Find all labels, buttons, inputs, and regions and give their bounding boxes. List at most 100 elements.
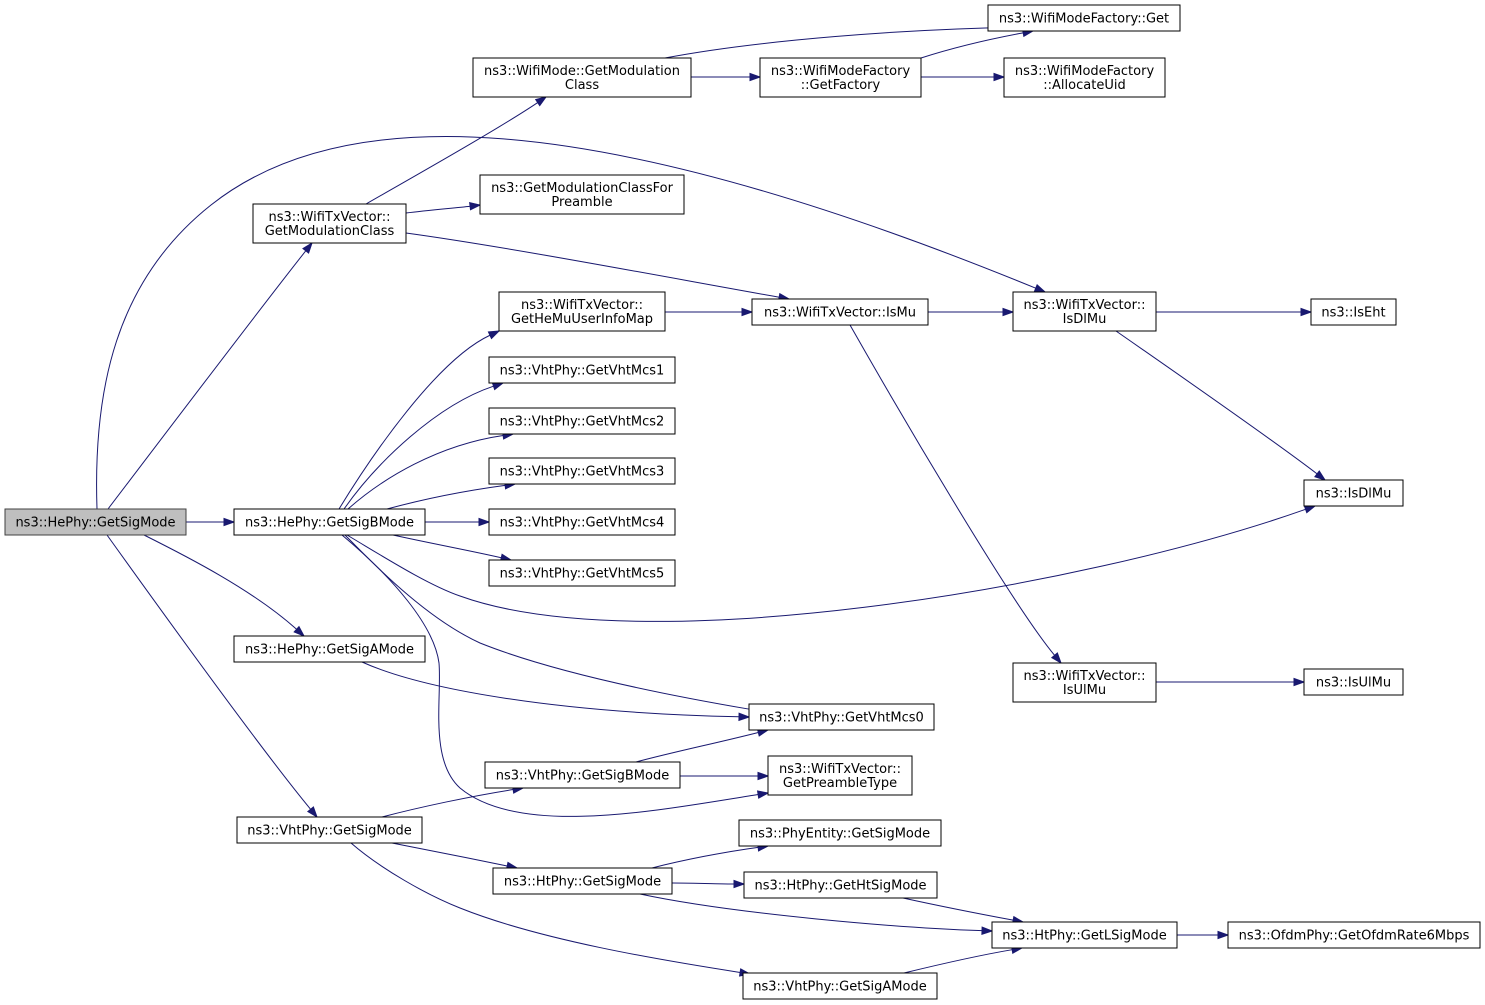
node-n16[interactable]: ns3::VhtPhy::GetVhtMcs2 [488, 407, 676, 435]
edge-n13-to-n16 [347, 431, 515, 510]
node-label: ns3::VhtPhy::GetVhtMcs0 [759, 711, 924, 726]
edge-n11-to-n12 [1155, 677, 1306, 687]
edge-n1-to-n6 [405, 201, 482, 214]
node-n29[interactable]: ns3::OfdmPhy::GetOfdmRate6Mbps [1227, 921, 1481, 949]
edge-line [96, 136, 1036, 510]
node-box [498, 291, 666, 332]
node-box [488, 559, 676, 587]
node-n13[interactable]: ns3::HePhy::GetSigBMode [233, 508, 426, 536]
node-n10[interactable]: ns3::IsDlMu [1303, 479, 1404, 507]
node-label: ns3::WifiModeFactory [1015, 64, 1155, 79]
edge-n20-to-n21 [361, 661, 751, 722]
node-box [488, 508, 676, 536]
node-label: ns3::VhtPhy::GetVhtMcs5 [500, 567, 665, 582]
edge-line [107, 250, 307, 510]
node-label: IsUlMu [1063, 683, 1106, 698]
node-n21[interactable]: ns3::VhtPhy::GetVhtMcs0 [748, 703, 935, 731]
edge-line [381, 789, 514, 818]
node-n30[interactable]: ns3::VhtPhy::GetSigAMode [742, 972, 938, 1000]
node-n28[interactable]: ns3::HtPhy::GetLSigMode [991, 921, 1178, 949]
node-label: Class [565, 78, 599, 93]
node-label: ns3::VhtPhy::GetVhtMcs4 [500, 516, 665, 531]
arrowhead-icon [302, 241, 313, 254]
node-n26[interactable]: ns3::HtPhy::GetSigMode [492, 867, 673, 895]
arrowhead-icon [741, 307, 754, 317]
node-n20[interactable]: ns3::HePhy::GetSigAMode [233, 635, 426, 663]
node-box [759, 57, 922, 98]
node-n22[interactable]: ns3::VhtPhy::GetSigBMode [484, 761, 681, 789]
edge-n8-to-n9 [1155, 307, 1313, 317]
node-n5[interactable]: ns3::WifiModeFactory::AllocateUid [1003, 57, 1166, 98]
edge-n0-to-n24 [106, 534, 318, 819]
node-label: ns3::VhtPhy::GetSigAMode [753, 980, 926, 995]
node-box [1227, 921, 1481, 949]
node-n9[interactable]: ns3::IsEht [1310, 298, 1397, 326]
edge-line [365, 102, 538, 205]
arrowhead-icon [1314, 470, 1327, 481]
node-n19[interactable]: ns3::VhtPhy::GetVhtMcs5 [488, 559, 676, 587]
node-n4[interactable]: ns3::WifiModeFactory::GetFactory [759, 57, 922, 98]
node-label: ns3::VhtPhy::GetSigBMode [496, 769, 669, 784]
edge-line [405, 232, 780, 298]
arrowhead-icon [469, 201, 482, 211]
node-label: ns3::GetModulationClassFor [491, 181, 674, 196]
node-n8[interactable]: ns3::WifiTxVector::IsDlMu [1012, 291, 1157, 332]
edge-n7-to-n8 [927, 307, 1015, 317]
edge-n0-to-n20 [143, 534, 306, 637]
edge-n13-to-n14 [338, 330, 501, 510]
node-label: ns3::HePhy::GetSigMode [15, 516, 175, 531]
node-n17[interactable]: ns3::VhtPhy::GetVhtMcs3 [488, 457, 676, 485]
edge-n28-to-n29 [1177, 930, 1230, 940]
node-n0[interactable]: ns3::HePhy::GetSigMode [4, 508, 187, 536]
edge-n2-to-n4 [690, 72, 762, 82]
node-label: ns3::IsEht [1321, 306, 1385, 321]
arrowhead-icon [1002, 307, 1015, 317]
node-n1[interactable]: ns3::WifiTxVector::GetModulationClass [252, 203, 407, 244]
node-box [751, 298, 929, 326]
node-label: ns3::VhtPhy::GetVhtMcs2 [500, 415, 665, 430]
edge-line [392, 534, 502, 559]
node-box [1012, 662, 1157, 703]
node-n27[interactable]: ns3::HtPhy::GetHtSigMode [743, 871, 938, 899]
edge-n13-to-n18 [425, 517, 491, 527]
node-box [233, 508, 426, 536]
node-box [252, 203, 407, 244]
edge-n1-to-n2 [365, 96, 548, 205]
arrowhead-icon [293, 625, 306, 637]
node-box [987, 4, 1181, 32]
node-n12[interactable]: ns3::IsUlMu [1303, 668, 1404, 696]
edge-n13-to-n23 [341, 534, 770, 817]
node-n18[interactable]: ns3::VhtPhy::GetVhtMcs4 [488, 508, 676, 536]
node-box [767, 755, 913, 796]
node-n11[interactable]: ns3::WifiTxVector::IsUlMu [1012, 662, 1157, 703]
node-box [1310, 298, 1397, 326]
edge-line [664, 26, 1024, 59]
edge-n14-to-n7 [664, 307, 754, 317]
node-n14[interactable]: ns3::WifiTxVector::GetHeMuUserInfoMap [498, 291, 666, 332]
node-box [479, 174, 685, 215]
node-box [1303, 479, 1404, 507]
node-box [4, 508, 187, 536]
node-label: GetHeMuUserInfoMap [511, 312, 653, 327]
node-box [742, 972, 938, 1000]
edge-line [344, 534, 751, 710]
edge-n24-to-n26 [391, 842, 519, 871]
arrowhead-icon [733, 879, 746, 889]
node-label: ns3::VhtPhy::GetVhtMcs1 [500, 364, 665, 379]
node-n3[interactable]: ns3::WifiModeFactory::Get [987, 4, 1181, 32]
node-n23[interactable]: ns3::WifiTxVector::GetPreambleType [767, 755, 913, 796]
arrowhead-icon [1050, 652, 1062, 665]
edge-line [1115, 330, 1318, 475]
node-box [1003, 57, 1166, 98]
edge-line [391, 842, 508, 867]
node-label: ns3::VhtPhy::GetSigMode [247, 824, 412, 839]
node-n24[interactable]: ns3::VhtPhy::GetSigMode [236, 816, 423, 844]
node-n7[interactable]: ns3::WifiTxVector::IsMu [751, 298, 929, 326]
node-n25[interactable]: ns3::PhyEntity::GetSigMode [738, 819, 942, 847]
edge-n13-to-n19 [392, 534, 513, 562]
node-n2[interactable]: ns3::WifiMode::GetModulationClass [472, 57, 692, 98]
node-label: Preamble [551, 195, 612, 210]
node-n15[interactable]: ns3::VhtPhy::GetVhtMcs1 [488, 356, 676, 384]
